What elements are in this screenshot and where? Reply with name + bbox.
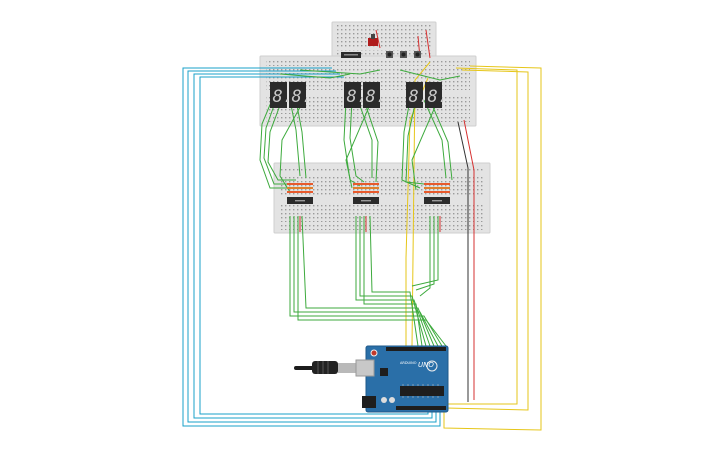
display-digit: 8. xyxy=(428,87,448,107)
button-cap xyxy=(401,52,406,57)
chip-marking xyxy=(361,200,371,202)
display-pair-2[interactable]: 8.8. xyxy=(344,82,386,108)
chip-marking xyxy=(295,200,305,202)
arduino-brand-text: UNO xyxy=(418,361,434,369)
display-digit: 8. xyxy=(409,87,429,107)
power-wires[interactable] xyxy=(299,29,475,402)
green-wires[interactable] xyxy=(259,69,461,347)
pushbutton-2[interactable] xyxy=(400,51,407,58)
potentiometer[interactable] xyxy=(368,34,378,46)
display-digit-body xyxy=(344,82,361,108)
display-digit-body xyxy=(406,82,423,108)
resistor-strip xyxy=(353,183,379,185)
display-digit-body xyxy=(270,82,287,108)
resistor-strip xyxy=(424,191,450,193)
display-pair-3[interactable]: 8.8. xyxy=(406,82,448,108)
button-cap xyxy=(415,52,420,57)
display-digit-body xyxy=(289,82,306,108)
display-digit: 8. xyxy=(292,87,312,107)
pushbutton-3[interactable] xyxy=(414,51,421,58)
decoder-breadboard[interactable] xyxy=(273,162,491,234)
pushbutton-1[interactable] xyxy=(386,51,393,58)
resistor-strip xyxy=(287,191,313,193)
arduino-board[interactable] xyxy=(355,345,449,413)
display-pair-1[interactable]: 8.8. xyxy=(270,82,312,108)
display-digit-body xyxy=(425,82,442,108)
decoder-chip-3[interactable] xyxy=(424,183,450,204)
resistor-strip xyxy=(287,183,313,185)
display-digit-body xyxy=(363,82,380,108)
arduino-logo-text: ARDUINO xyxy=(400,361,417,365)
display-digit: 8. xyxy=(347,87,367,107)
small-module[interactable] xyxy=(341,52,361,58)
resistor-strip xyxy=(353,187,379,189)
usb-cable[interactable] xyxy=(294,361,356,374)
resistor-strip xyxy=(424,187,450,189)
decoder-chip-2[interactable] xyxy=(353,183,379,204)
chip-marking xyxy=(432,200,442,202)
blue-wires[interactable] xyxy=(182,67,441,427)
resistor-strip xyxy=(424,183,450,185)
decoder-chip-1[interactable] xyxy=(287,183,313,204)
display-digit: 8. xyxy=(366,87,386,107)
resistor-strip xyxy=(353,191,379,193)
button-cap xyxy=(387,52,392,57)
resistor-strip xyxy=(287,187,313,189)
display-digit: 8. xyxy=(273,87,293,107)
